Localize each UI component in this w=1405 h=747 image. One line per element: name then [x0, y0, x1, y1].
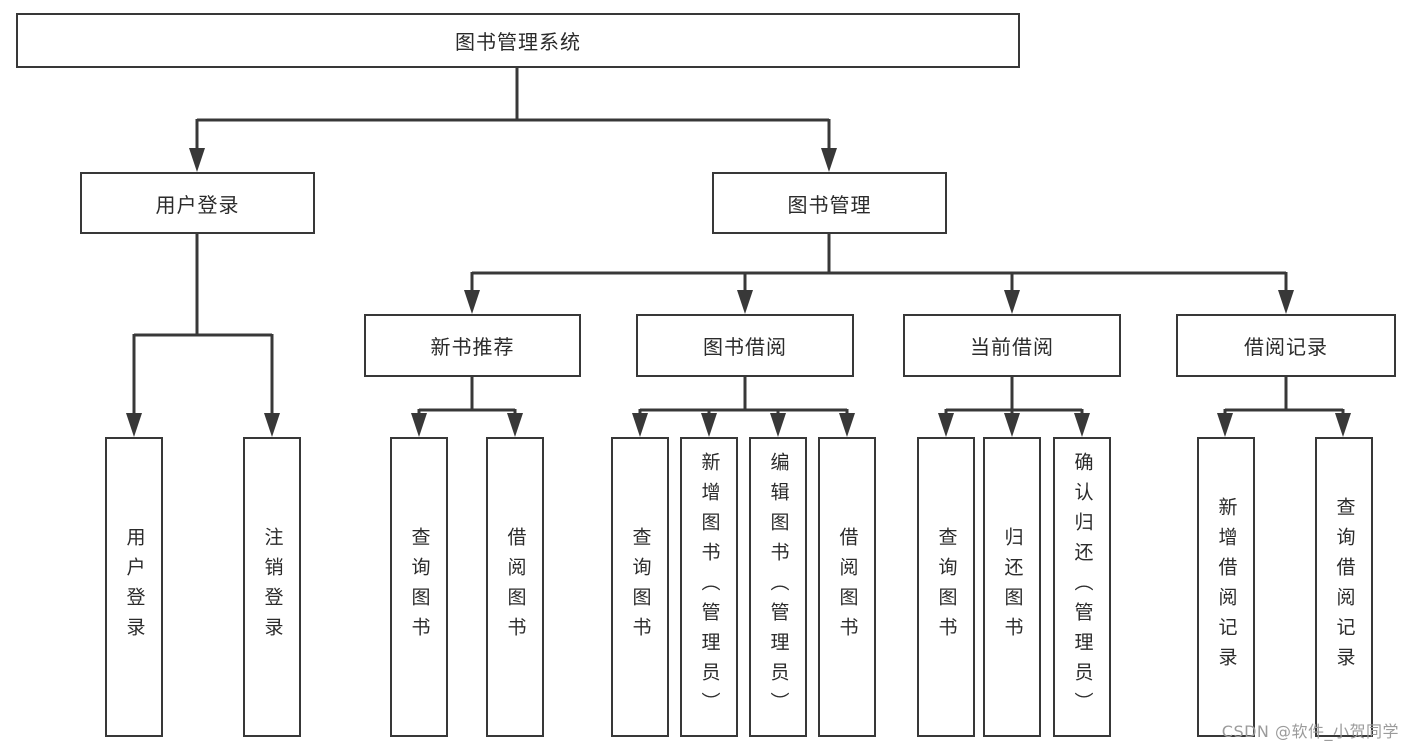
node-root: 图书管理系统: [16, 13, 1020, 68]
leaf-logout: 注销登录: [243, 437, 301, 737]
csdn-watermark: CSDN @软件_小贺同学: [1221, 722, 1399, 741]
leaf-newbook-query-books: 查询图书: [390, 437, 448, 737]
node-user-login: 用户登录: [80, 172, 315, 234]
leaf-borrow-add-books-admin: 新增图书（管理员）: [680, 437, 738, 737]
leaf-label: 确认归还（管理员）: [1071, 452, 1094, 722]
leaf-label: 查询图书: [629, 527, 652, 647]
leaf-label: 借阅图书: [504, 527, 527, 647]
node-current-borrowing: 当前借阅: [903, 314, 1121, 377]
node-new-book-recommendation: 新书推荐: [364, 314, 581, 377]
leaf-label: 注销登录: [261, 527, 284, 647]
leaf-newbook-borrow-books: 借阅图书: [486, 437, 544, 737]
leaf-borrow-edit-books-admin: 编辑图书（管理员）: [749, 437, 807, 737]
leaf-label: 查询图书: [935, 527, 958, 647]
leaf-current-confirm-return-admin: 确认归还（管理员）: [1053, 437, 1111, 737]
leaf-label: 查询借阅记录: [1333, 497, 1356, 677]
leaf-label: 新增图书（管理员）: [698, 452, 721, 722]
leaf-current-return-books: 归还图书: [983, 437, 1041, 737]
leaf-borrow-query-books: 查询图书: [611, 437, 669, 737]
leaf-records-add-record: 新增借阅记录: [1197, 437, 1255, 737]
leaf-label: 用户登录: [123, 527, 146, 647]
leaf-borrow-borrow-books: 借阅图书: [818, 437, 876, 737]
leaf-label: 查询图书: [408, 527, 431, 647]
leaf-label: 归还图书: [1001, 527, 1024, 647]
leaf-label: 借阅图书: [836, 527, 859, 647]
leaf-label: 新增借阅记录: [1215, 497, 1238, 677]
leaf-label: 编辑图书（管理员）: [767, 452, 790, 722]
leaf-user-login: 用户登录: [105, 437, 163, 737]
leaf-current-query-books: 查询图书: [917, 437, 975, 737]
leaf-records-query-record: 查询借阅记录: [1315, 437, 1373, 737]
node-book-borrowing: 图书借阅: [636, 314, 854, 377]
node-borrowing-records: 借阅记录: [1176, 314, 1396, 377]
node-book-management: 图书管理: [712, 172, 947, 234]
